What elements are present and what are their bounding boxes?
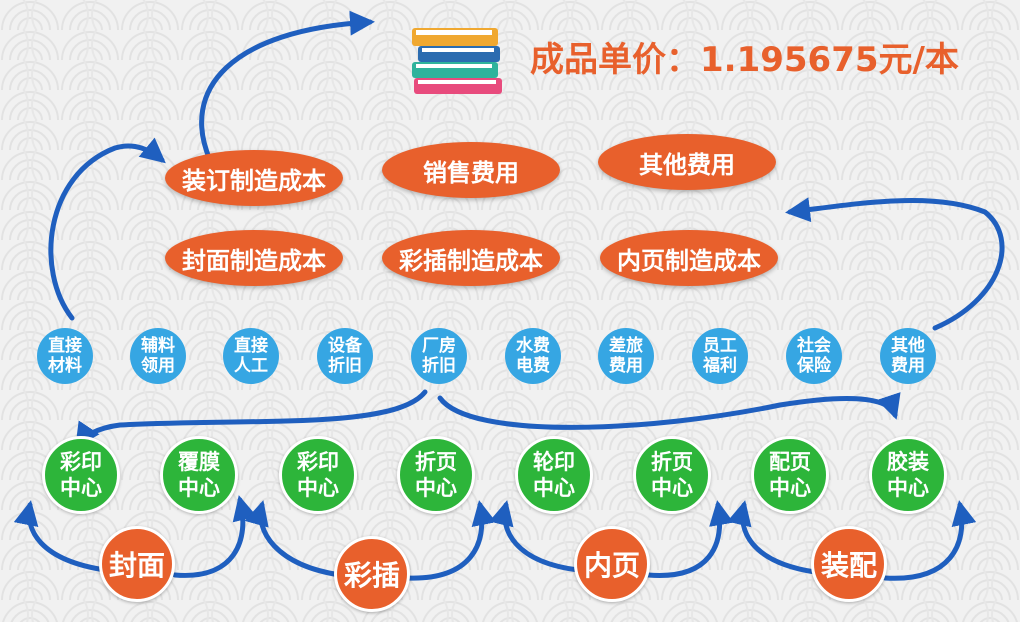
cost-insert: 彩插制造成本 <box>382 230 560 286</box>
cost-cover: 封面制造成本 <box>165 230 343 286</box>
center-folding-1: 折页 中心 <box>397 436 475 514</box>
expense-equipment-depreciation: 设备 折旧 <box>317 328 373 384</box>
center-color-print-1: 彩印 中心 <box>42 436 120 514</box>
cost-other: 其他费用 <box>598 134 776 190</box>
cost-inner: 内页制造成本 <box>600 230 778 286</box>
expense-auxiliary: 辅料 领用 <box>130 328 186 384</box>
center-web-print: 轮印 中心 <box>515 436 593 514</box>
expense-direct-labor: 直接 人工 <box>223 328 279 384</box>
books-icon <box>412 28 502 94</box>
expense-travel: 差旅 费用 <box>598 328 654 384</box>
expense-direct-material: 直接 材料 <box>37 328 93 384</box>
center-lamination: 覆膜 中心 <box>160 436 238 514</box>
product-inner: 内页 <box>574 526 650 602</box>
product-insert: 彩插 <box>334 536 410 612</box>
center-color-print-2: 彩印 中心 <box>279 436 357 514</box>
unit-price-title: 成品单价：1.195675元/本 <box>530 40 959 80</box>
expense-insurance: 社会 保险 <box>786 328 842 384</box>
expense-utilities: 水费 电费 <box>505 328 561 384</box>
product-cover: 封面 <box>99 526 175 602</box>
center-collating: 配页 中心 <box>751 436 829 514</box>
product-assembly: 装配 <box>811 526 887 602</box>
expense-other: 其他 费用 <box>880 328 936 384</box>
expense-plant-depreciation: 厂房 折旧 <box>411 328 467 384</box>
cost-sales: 销售费用 <box>382 142 560 198</box>
expense-welfare: 员工 福利 <box>692 328 748 384</box>
center-folding-2: 折页 中心 <box>633 436 711 514</box>
cost-binding: 装订制造成本 <box>165 150 343 206</box>
center-binding: 胶装 中心 <box>869 436 947 514</box>
